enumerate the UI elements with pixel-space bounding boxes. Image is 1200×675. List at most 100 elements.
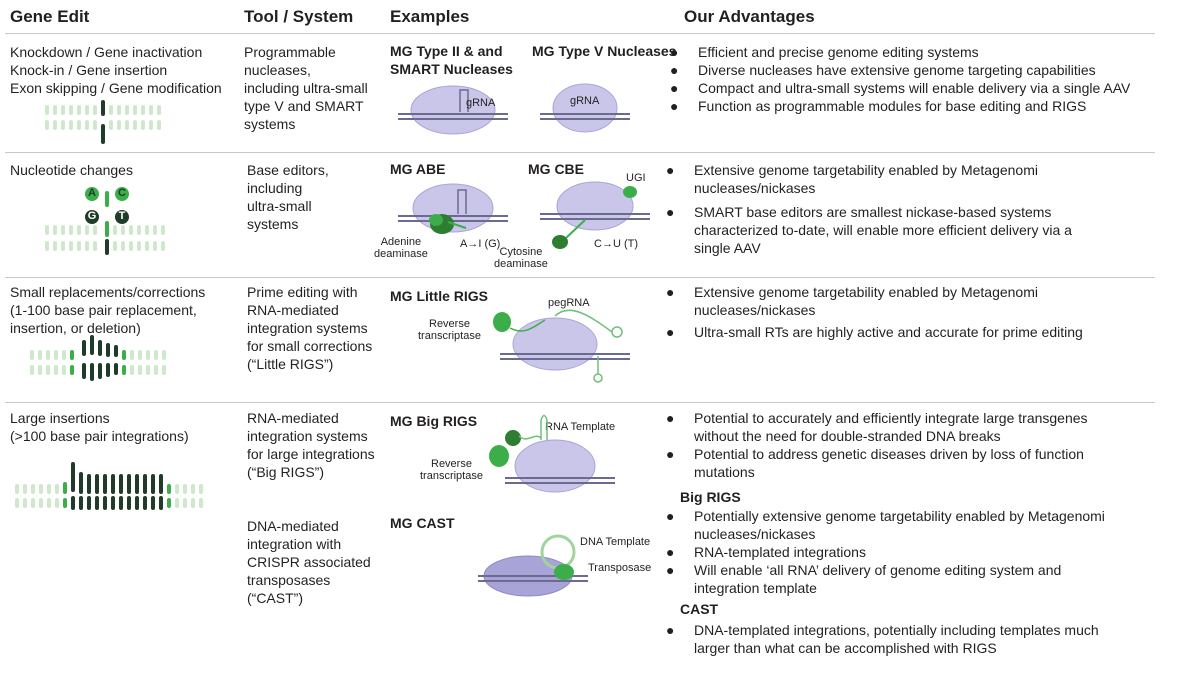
tool-line: systems (247, 216, 299, 232)
cytosine-deaminase-label: Cytosine deaminase (494, 246, 548, 270)
pegrna-label: pegRNA (548, 297, 590, 309)
row4-example1-title: MG Big RIGS (390, 413, 478, 429)
advantage-item: ●Potentially extensive genome targetabil… (666, 508, 1105, 542)
big-rigs-icon (489, 414, 615, 493)
row3-example1-title: MG Little RIGS (390, 288, 488, 304)
tool-line: (“Little RIGS”) (247, 356, 334, 372)
type5-nuclease-icon (540, 83, 630, 133)
gene-edit-line: Knockdown / Gene inactivation (10, 44, 203, 60)
advantage-item: ●Ultra-small RTs are highly active and a… (666, 324, 1083, 340)
label-line: transcriptase (420, 470, 483, 482)
gene-edit-line: insertion, or deletion) (10, 320, 141, 336)
advantage-item: ●Potential to address genetic diseases d… (666, 446, 1084, 480)
tool-line: CRISPR associated (247, 554, 371, 570)
row2-example2-title: MG CBE (528, 161, 584, 177)
reverse-transcriptase-label: Reverse transcriptase (420, 458, 483, 482)
cast-subheading: CAST (680, 601, 719, 617)
tool-line: ultra-small (247, 198, 312, 214)
cast-advantages: ●DNA-templated integrations, potentially… (666, 621, 1099, 657)
large-insertion-icon (15, 462, 203, 510)
rna-template-label: RNA Template (545, 421, 616, 433)
row1-advantages: ●Efficient and precise genome editing sy… (670, 43, 1131, 115)
tool-line: integration systems (247, 428, 368, 444)
base-t: T (118, 210, 126, 222)
gene-edit-line: (>100 base pair integrations) (10, 428, 189, 444)
tool-line: for small corrections (247, 338, 373, 354)
label-line: Cytosine (499, 246, 543, 258)
row2-gene-edit: Nucleotide changes (10, 162, 133, 178)
tool-line: (“Big RIGS”) (247, 464, 324, 480)
tool-line: transposases (247, 572, 331, 588)
grna-label: gRNA (466, 97, 496, 109)
a-to-i-label: A→I (G) (460, 238, 501, 250)
title-line: SMART Nucleases (390, 61, 513, 77)
tool-line: RNA-mediated (247, 302, 339, 318)
base-c: C (118, 187, 126, 199)
advantage-item: ●Extensive genome targetability enabled … (666, 284, 1038, 318)
tool-line: integration with (247, 536, 342, 552)
row1-tool: Programmable nucleases, including ultra-… (244, 43, 368, 133)
cast-icon (478, 534, 588, 597)
cbe-icon (540, 181, 650, 249)
tool-line: systems (244, 116, 296, 132)
header-tool: Tool / System (244, 7, 354, 26)
adenine-deaminase-label: Adenine deaminase (374, 236, 428, 260)
tool-line: including (247, 180, 303, 196)
row4-tool-rigs: RNA-mediated integration systems for lar… (247, 409, 375, 481)
header-gene-edit: Gene Edit (10, 7, 90, 26)
gene-edit-line: Large insertions (10, 410, 110, 426)
little-rigs-icon (493, 309, 630, 383)
tool-line: Base editors, (247, 162, 329, 178)
row4-gene-edit: Large insertions (>100 base pair integra… (10, 409, 189, 445)
abe-icon (398, 183, 508, 234)
big-rigs-subheading: Big RIGS (680, 489, 741, 505)
advantage-item: ●Efficient and precise genome editing sy… (670, 44, 979, 60)
base-g: G (87, 210, 97, 222)
row3-gene-edit: Small replacements/corrections (1-100 ba… (10, 283, 205, 337)
row4-advantages: ●Potential to accurately and efficiently… (666, 409, 1088, 481)
advantage-item: ●SMART base editors are smallest nickase… (666, 204, 1072, 256)
tool-line: (“CAST”) (247, 590, 303, 606)
base-a: A (88, 187, 96, 199)
advantage-item: ●Diverse nucleases have extensive genome… (670, 62, 1096, 78)
header-advantages: Our Advantages (684, 7, 815, 26)
small-replacement-icon (30, 335, 166, 381)
tool-line: Prime editing with (247, 284, 358, 300)
advantage-item: ●Extensive genome targetability enabled … (666, 162, 1038, 196)
tool-line: type V and SMART (244, 98, 364, 114)
big-rigs-advantages: ●Potentially extensive genome targetabil… (666, 507, 1105, 597)
reverse-transcriptase-label: Reverse transcriptase (418, 318, 481, 342)
label-line: deaminase (374, 248, 428, 260)
label-line: transcriptase (418, 330, 481, 342)
advantage-item: ●Function as programmable modules for ba… (670, 98, 1087, 114)
row3-tool: Prime editing with RNA-mediated integrat… (247, 283, 372, 373)
dna-knockdown-icon (45, 100, 161, 144)
row2-tool: Base editors, including ultra-small syst… (247, 161, 329, 233)
label-line: deaminase (494, 258, 548, 270)
tool-line: including ultra-small (244, 80, 368, 96)
tool-line: Programmable (244, 44, 336, 60)
header-examples: Examples (390, 7, 470, 26)
tool-line: nucleases, (244, 62, 311, 78)
nucleotide-change-icon (45, 187, 165, 255)
row4-example2-title: MG CAST (390, 515, 455, 531)
row-divider (5, 277, 1155, 278)
label-line: Reverse (431, 458, 472, 470)
c-to-u-label: C→U (T) (594, 238, 638, 250)
gene-edit-line: Knock-in / Gene insertion (10, 62, 168, 78)
title-line: MG Type II & and (390, 43, 503, 59)
type2-nuclease-icon (398, 85, 508, 135)
gene-edit-line: (1-100 base pair replacement, (10, 302, 197, 318)
tool-line: DNA-mediated (247, 518, 339, 534)
dna-template-label: DNA Template (580, 536, 651, 548)
gene-edit-line: Exon skipping / Gene modification (10, 80, 222, 96)
grna-label: gRNA (570, 95, 600, 107)
row2-advantages: ●Extensive genome targetability enabled … (666, 161, 1072, 257)
row2-example1-title: MG ABE (390, 161, 446, 177)
ugi-label: UGI (626, 172, 646, 184)
row4-tool-cast: DNA-mediated integration with CRISPR ass… (247, 517, 371, 607)
tool-line: for large integrations (247, 446, 375, 462)
advantage-item: ●Compact and ultra-small systems will en… (670, 80, 1131, 96)
row-divider (5, 402, 1155, 403)
tool-line: RNA-mediated (247, 410, 339, 426)
